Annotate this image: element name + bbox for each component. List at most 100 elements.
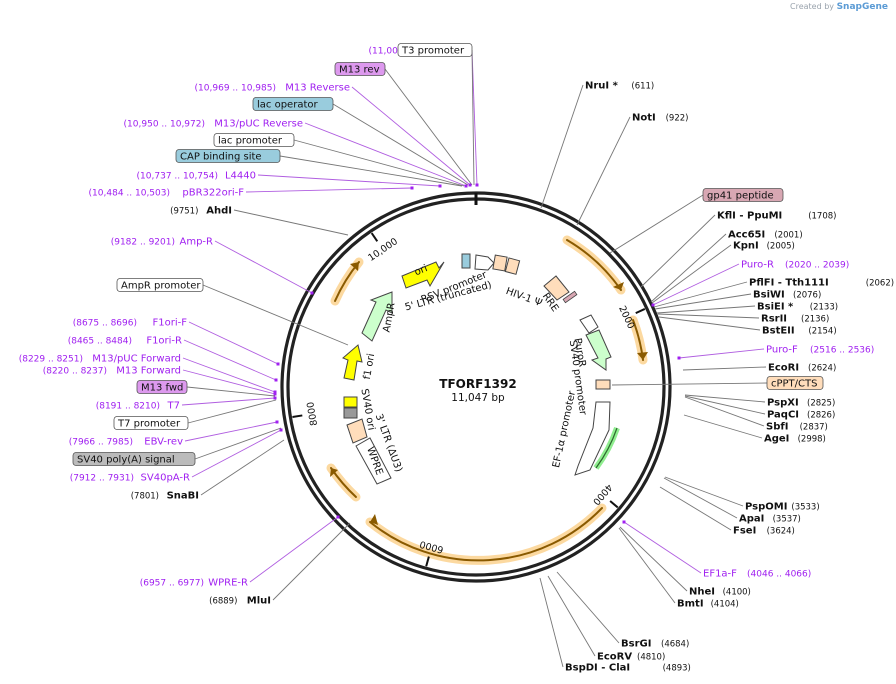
ahdi-pos: (9751) — [170, 207, 198, 217]
orf-arrowhead — [350, 262, 359, 271]
m13-puc-reverse-label[interactable]: M13/pUC Reverse(10,950 .. 10,972) — [124, 119, 303, 130]
l4440-label[interactable]: L4440(10,737 .. 10,754) — [137, 171, 256, 182]
pspxi-name: PspXI — [767, 398, 799, 409]
fsei-label[interactable]: FseI(3624) — [733, 526, 795, 537]
kpni-label[interactable]: KpnI(2005) — [733, 241, 795, 252]
cppt-box — [766, 376, 824, 390]
pbr322ori-name: pBR322ori-F — [182, 188, 244, 199]
kfli-label[interactable]: KflI - PpuMI (1708) — [717, 211, 836, 222]
snabi-label[interactable]: SnaBI(7801) — [131, 491, 199, 502]
bsiwi-label[interactable]: BsiWI(2076) — [753, 290, 821, 301]
acc65i-label[interactable]: Acc65I (2001) — [728, 230, 803, 241]
bspdi-label[interactable]: BspDI - ClaI(4893) — [565, 663, 691, 674]
rsrii-label[interactable]: RsrII(2136) — [761, 314, 829, 325]
ampr-promoter-label[interactable]: AmpR promoter — [116, 278, 204, 292]
puro-r-label[interactable]: Puro-R(2020 .. 2039) — [741, 260, 849, 271]
bmti-label[interactable]: BmtI(4104) — [677, 599, 739, 610]
snapgene-credit: Created by SnapGene — [790, 2, 888, 12]
mlui-label[interactable]: MluI(6889) — [209, 596, 271, 607]
puro-f-site — [677, 356, 681, 360]
sv40pa-r-label[interactable]: SV40pA-R(7912 .. 7931) — [70, 473, 190, 484]
ori-label: ori — [413, 263, 429, 278]
kfli-pos: (1708) — [808, 212, 836, 222]
t7-promoter-label[interactable]: T7 promoter — [113, 416, 189, 430]
ahdi-label[interactable]: AhdI (9751) — [170, 206, 232, 217]
cppt-label[interactable]: cPPT/CTS — [766, 376, 824, 390]
ori-feature — [401, 261, 445, 289]
bsteii-label[interactable]: BstEII(2154) — [762, 326, 837, 337]
t3-promoter-label[interactable]: T3 promoter — [397, 43, 473, 57]
paqci-label[interactable]: PaqCI(2826) — [767, 410, 835, 421]
bspdi-pos: (4893) — [663, 664, 691, 674]
ltr5-feature — [492, 254, 508, 272]
acc65i-name: Acc65I — [728, 230, 765, 241]
sv40-polya-label[interactable]: SV40 poly(A) signal — [72, 452, 196, 466]
cppt-leader — [611, 382, 768, 386]
tick-mark — [635, 308, 646, 315]
nrui-leader — [540, 84, 584, 209]
sbfi-pos: (2837) — [800, 423, 828, 433]
gp41-label[interactable]: gp41 peptide — [702, 188, 784, 202]
wpre-r-label[interactable]: WPRE-R(6957 .. 6977) — [140, 578, 248, 589]
bsteii-name: BstEII — [762, 326, 795, 337]
m13-rev-box — [334, 62, 386, 76]
nrui-label[interactable]: NruI *(611) — [585, 81, 654, 92]
pspxi-pos: (2825) — [807, 399, 835, 409]
ebv-rev-label[interactable]: EBV-rev(7966 .. 7985) — [69, 437, 183, 448]
wpre-r-leader — [249, 516, 339, 583]
agei-label[interactable]: AgeI(2998) — [764, 434, 826, 445]
ecori-leader — [682, 366, 767, 371]
agei-leader — [683, 414, 763, 439]
apai-label[interactable]: ApaI(3537) — [739, 514, 801, 525]
sbfi-label[interactable]: SbfI (2837) — [766, 422, 828, 433]
kfli-name: KflI - PpuMI — [717, 211, 782, 222]
ecorv-label[interactable]: EcoRV(4810) — [597, 652, 665, 663]
t7-primer-label[interactable]: T7(8191 .. 8210) — [96, 401, 180, 412]
pflfi-label[interactable]: PflFI - Tth111I(2062) — [749, 278, 894, 289]
t3-promoter-leader — [471, 49, 475, 186]
pbr322ori-label[interactable]: pBR322ori-F(10,484 .. 10,503) — [89, 188, 245, 199]
snabi-pos: (7801) — [131, 492, 159, 502]
lac-promoter-label[interactable]: lac promoter — [213, 133, 295, 147]
sbfi-name: SbfI — [766, 422, 788, 433]
m13-reverse-label[interactable]: M13 Reverse(10,969 .. 10,985) — [195, 83, 350, 94]
lac-operator-name: lac operator — [257, 100, 318, 111]
pspomi-label[interactable]: PspOMI(3533) — [745, 502, 820, 513]
f1ori-f-label[interactable]: F1ori-F(8675 .. 8696) — [73, 318, 188, 329]
cap-site-label[interactable]: CAP binding site — [175, 149, 281, 163]
lac-operator-label[interactable]: lac operator — [252, 97, 334, 111]
noti-label[interactable]: NotI(922) — [632, 113, 688, 124]
f1ori-r-name: F1ori-R — [146, 336, 182, 347]
f1ori-r-label[interactable]: F1ori-R(8465 .. 8484) — [68, 336, 182, 347]
m13-forward-label[interactable]: M13 Forward(8220 .. 8237) — [43, 366, 181, 377]
bsrgi-name: BsrGI — [621, 639, 651, 650]
snabi-leader — [200, 439, 285, 496]
m13-puc-reverse-name: M13/pUC Reverse — [214, 119, 303, 130]
m13-rev-label[interactable]: M13 rev — [334, 62, 386, 76]
agei-pos: (2998) — [798, 435, 826, 445]
pspxi-label[interactable]: PspXI (2825) — [767, 398, 835, 409]
amp-r-label[interactable]: Amp-R(9182 .. 9201) — [111, 237, 213, 248]
mlui-leader — [272, 522, 351, 601]
bsrgi-label[interactable]: BsrGI(4684) — [621, 639, 689, 650]
ecori-name: EcoRI — [768, 363, 799, 374]
acc65i-pos: (2001) — [774, 231, 802, 241]
ahdi-name: AhdI — [206, 206, 232, 217]
paqci-pos: (2826) — [807, 411, 835, 421]
nhei-leader — [619, 526, 688, 592]
m13-fwd-label[interactable]: M13 fwd — [136, 380, 188, 394]
puro-f-label[interactable]: Puro-F(2516 .. 2536) — [766, 345, 874, 356]
nhei-label[interactable]: NheI(4100) — [689, 587, 751, 598]
l4440-site — [438, 184, 442, 188]
bsrgi-leader — [556, 571, 620, 644]
snapgene-logo: SnapGene — [836, 2, 888, 12]
m13-puc-forward-label[interactable]: M13/pUC Forward(8229 .. 8251) — [19, 354, 181, 365]
bsiwi-name: BsiWI — [753, 290, 785, 301]
sv40pa-r-site — [279, 428, 283, 432]
lac-promoter-leader — [293, 139, 465, 187]
paqci-leader — [684, 395, 766, 415]
ef1a-f-label[interactable]: EF1a-F(4046 .. 4066) — [703, 569, 811, 580]
ecori-label[interactable]: EcoRI(2624) — [768, 363, 836, 374]
bsiei-label[interactable]: BsiEI *(2133) — [757, 302, 838, 313]
orf-arrowhead — [370, 514, 378, 525]
